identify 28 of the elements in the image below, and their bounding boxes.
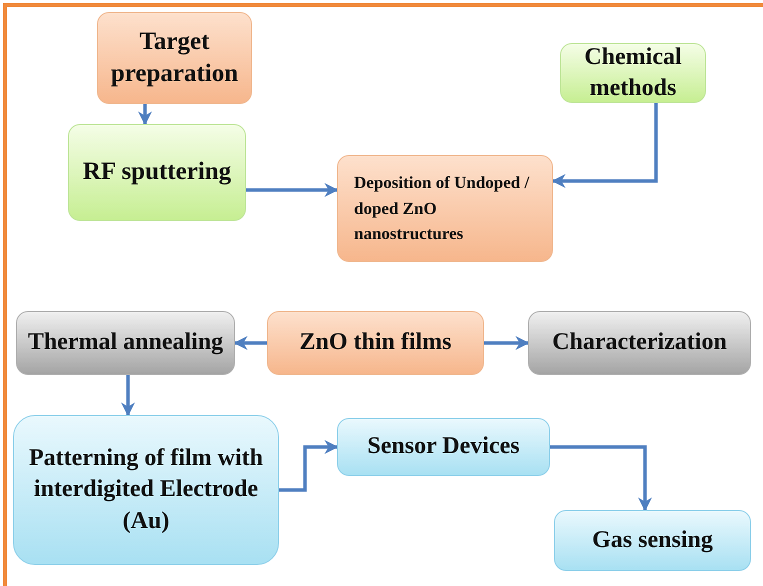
node-label: Gas sensing [592, 526, 713, 555]
node-label: Chemical methods [583, 42, 683, 103]
node-label: Deposition of Undoped / doped ZnO nanostructures [354, 172, 530, 246]
arrow [550, 445, 652, 512]
arrow [234, 336, 267, 350]
process-box [267, 311, 484, 375]
arrow [279, 440, 338, 492]
node-label: RF sputtering [82, 157, 232, 188]
arrow [484, 336, 530, 350]
node-label: ZnO thin films [299, 328, 452, 358]
process-box [560, 43, 706, 103]
process-box [13, 415, 279, 565]
arrow [138, 104, 152, 126]
process-box [97, 12, 252, 104]
arrow [121, 375, 135, 416]
node-label: Thermal annealing [28, 328, 224, 358]
process-box [528, 311, 751, 375]
process-box [68, 124, 246, 221]
node-label: Target preparation [110, 26, 240, 89]
process-box [337, 155, 553, 262]
process-box [554, 510, 751, 571]
node-label: Characterization [552, 328, 727, 358]
arrow [246, 183, 338, 197]
node-label: Sensor Devices [367, 432, 520, 462]
arrow [552, 103, 658, 188]
process-box [16, 311, 235, 375]
process-box [337, 418, 550, 476]
node-label: Patterning of film with interdigited Electrode (Au) [28, 444, 264, 536]
